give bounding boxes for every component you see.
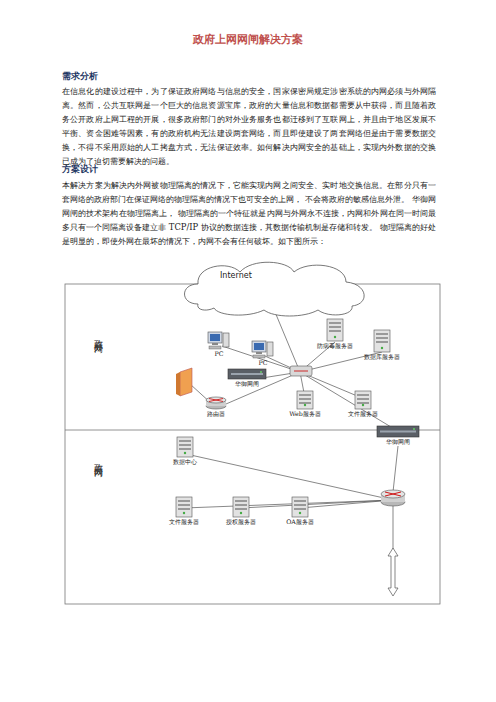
server-icon [160, 496, 208, 518]
device-label: 数据中心 [173, 458, 197, 466]
pc-icon [206, 330, 232, 350]
server-icon [280, 390, 330, 410]
network-device: 授权服务器 [217, 496, 265, 526]
device-label: PC [214, 350, 223, 358]
central-switch [290, 366, 312, 376]
server-icon [338, 390, 388, 410]
uplink-arrow [388, 506, 398, 596]
server-icon [217, 496, 265, 518]
network-device: 防病毒服务器 [308, 318, 362, 350]
device-label: OA服务器 [286, 518, 314, 526]
server-icon [276, 496, 324, 518]
device-label: Web服务器 [289, 410, 321, 418]
internal-router [381, 490, 405, 506]
network-device: 华御网闸 [222, 368, 272, 388]
device-label: 防病毒服务器 [317, 342, 353, 350]
server-icon [162, 436, 208, 458]
network-device: 数据中心 [162, 436, 208, 466]
device-label: 华御网闸 [386, 438, 410, 446]
network-device: OA服务器 [276, 496, 324, 526]
router-icon [205, 396, 227, 410]
zone-label: 政府外网 [90, 332, 104, 340]
device-label: 文件服务器 [169, 518, 199, 526]
server-icon [308, 318, 362, 342]
firewall-icon [176, 368, 192, 396]
device-label: Internet [220, 272, 252, 280]
device-label: 授权服务器 [226, 518, 256, 526]
body-paragraph: 本解决方案为解决内外网被物理隔离的情况下，它能实现内网之间安全、实时地交换信息。… [62, 178, 436, 248]
gateway-icon [227, 368, 267, 380]
network-device: 文件服务器 [160, 496, 208, 526]
diagram-frame [65, 284, 440, 604]
network-device: PC [250, 339, 276, 367]
section-heading: 方案设计 [62, 164, 262, 176]
device-label: PC [258, 359, 267, 367]
server-icon [354, 329, 410, 353]
section-heading: 需求分析 [62, 71, 262, 83]
network-device: 数据库服务器 [354, 329, 410, 361]
gateway-icon [376, 425, 420, 438]
network-device: 文件服务器 [338, 390, 388, 418]
network-wires [184, 312, 398, 508]
device-label: 华御网闸 [235, 380, 259, 388]
network-device: 路由器 [196, 396, 236, 418]
device-label: 数据库服务器 [364, 353, 400, 361]
internet-cloud: Internet [178, 258, 373, 318]
device-label: 文件服务器 [348, 410, 378, 418]
network-device: Web服务器 [280, 390, 330, 418]
body-paragraph: 在信息化的建设过程中，为了保证政府网络与信息的安全，国家保密局规定涉密系统的内网… [62, 84, 436, 168]
page-title: 政府上网网闸解决方案 [0, 32, 496, 47]
device-label: 路由器 [207, 410, 225, 418]
network-device: 华御网闸 [370, 425, 426, 446]
zone-label: 政府内网 [90, 456, 104, 464]
network-device: PC [206, 330, 232, 358]
pc-icon [250, 339, 276, 359]
cloud-outline [178, 258, 373, 318]
